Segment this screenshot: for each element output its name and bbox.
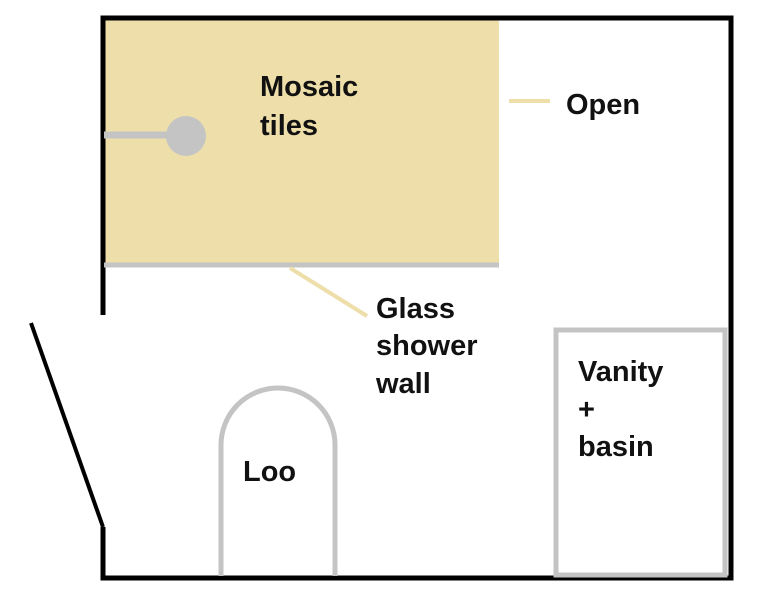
open-label: Open: [566, 89, 640, 121]
vanity-basin: [553, 327, 728, 578]
mosaic-label-line-1: Mosaic: [260, 71, 358, 103]
loo-label: Loo: [243, 456, 296, 488]
vanity-label: Vanity + basin: [578, 356, 672, 463]
mosaic-label-line-2: tiles: [260, 110, 318, 142]
glass-label-line-2: shower: [376, 330, 478, 362]
mosaic-label: Mosaic tiles: [260, 71, 366, 142]
loo: [218, 385, 338, 576]
glass-label: Glass shower wall: [375, 293, 486, 400]
vanity-label-line-3: basin: [578, 431, 654, 463]
glass-label-line-3: wall: [375, 368, 431, 400]
glass-label-line-1: Glass: [376, 293, 455, 325]
shower-head-icon: [166, 116, 206, 156]
vanity-label-line-1: Vanity: [578, 356, 663, 388]
vanity-label-line-2: +: [578, 394, 595, 426]
outer-wall: [100, 15, 734, 581]
glass-leader-line: [288, 266, 369, 318]
door: [29, 322, 105, 528]
